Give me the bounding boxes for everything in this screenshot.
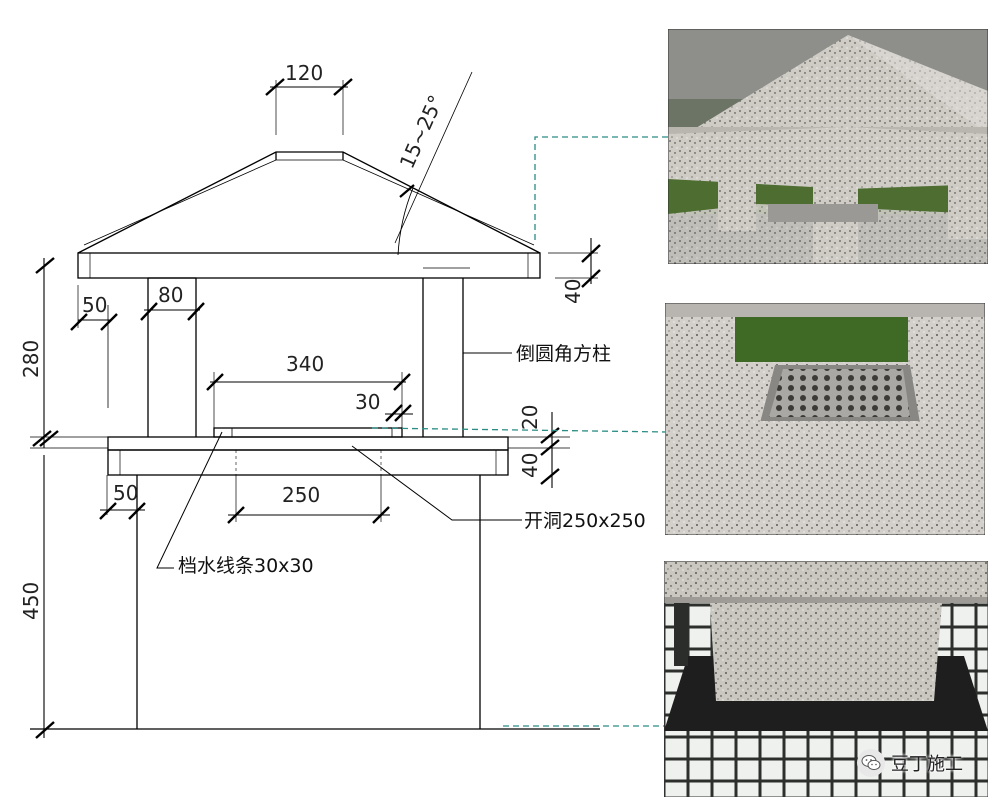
callout-post: 倒圆角方柱 bbox=[516, 343, 611, 365]
roof bbox=[77, 151, 541, 279]
photo-roof-cap bbox=[668, 29, 988, 264]
dim-gap: 20 bbox=[518, 405, 542, 430]
watermark-text: 豆丁施工 bbox=[891, 754, 963, 775]
dimension-lines bbox=[32, 71, 601, 739]
dim-lower-height: 450 bbox=[19, 582, 43, 620]
dim-top-width: 120 bbox=[285, 61, 323, 85]
dim-slope: 15~25° bbox=[395, 91, 449, 172]
dim-base-offset: 50 bbox=[113, 481, 138, 505]
callout-strip: 档水线条30x30 bbox=[178, 555, 314, 577]
dim-opening: 250 bbox=[282, 483, 320, 507]
watermark: 豆丁施工 bbox=[857, 749, 963, 777]
callout-opening: 开洞250x250 bbox=[524, 510, 646, 532]
dim-post-width: 80 bbox=[158, 283, 183, 307]
dim-strip: 30 bbox=[355, 390, 380, 414]
photo-leaders bbox=[371, 136, 669, 727]
dim-opening-outer: 340 bbox=[286, 352, 324, 376]
wechat-icon bbox=[857, 749, 885, 777]
dim-slab: 40 bbox=[518, 453, 542, 478]
dim-roof-thickness: 40 bbox=[561, 279, 585, 304]
callout-leaders bbox=[156, 352, 522, 569]
dim-post-offset: 50 bbox=[82, 293, 107, 317]
dim-upper-height: 280 bbox=[19, 340, 43, 378]
base-slab bbox=[30, 427, 570, 476]
photo-drain-grate bbox=[665, 303, 985, 535]
posts bbox=[107, 267, 470, 437]
photo-base-block bbox=[664, 561, 988, 797]
lower-body bbox=[30, 475, 600, 730]
